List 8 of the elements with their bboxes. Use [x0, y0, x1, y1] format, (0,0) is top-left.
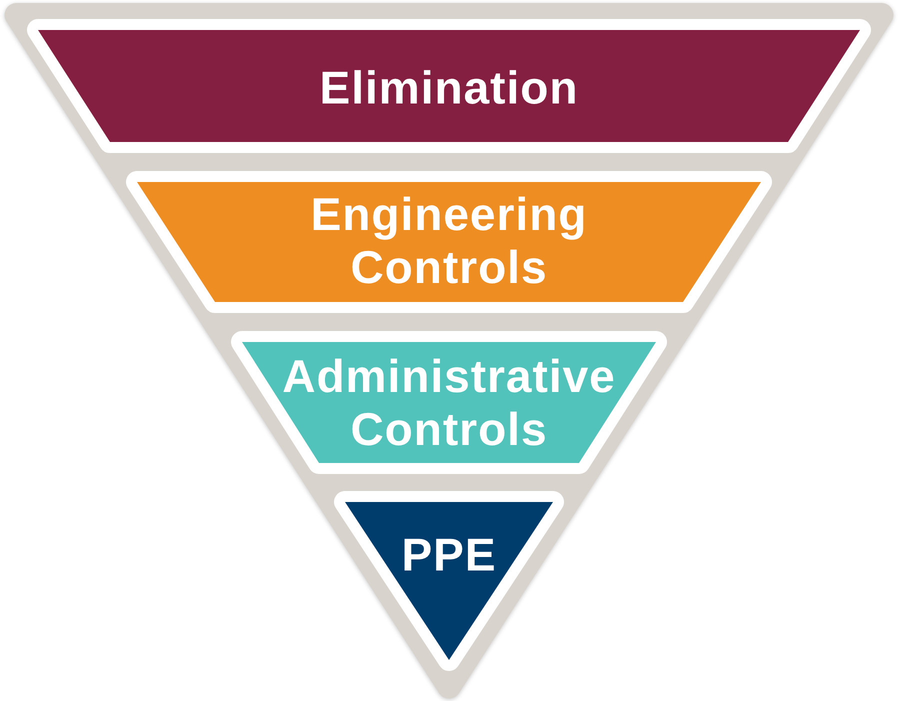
band-label: Elimination [320, 62, 578, 114]
band-label: Administrative Controls [282, 350, 616, 456]
trapezoid-band [27, 19, 871, 153]
trapezoid-band [126, 171, 772, 313]
band-label: Engineering Controls [310, 188, 588, 294]
triangle-band [334, 491, 564, 671]
band-label: PPE [401, 528, 497, 582]
trapezoid-band [231, 331, 667, 474]
